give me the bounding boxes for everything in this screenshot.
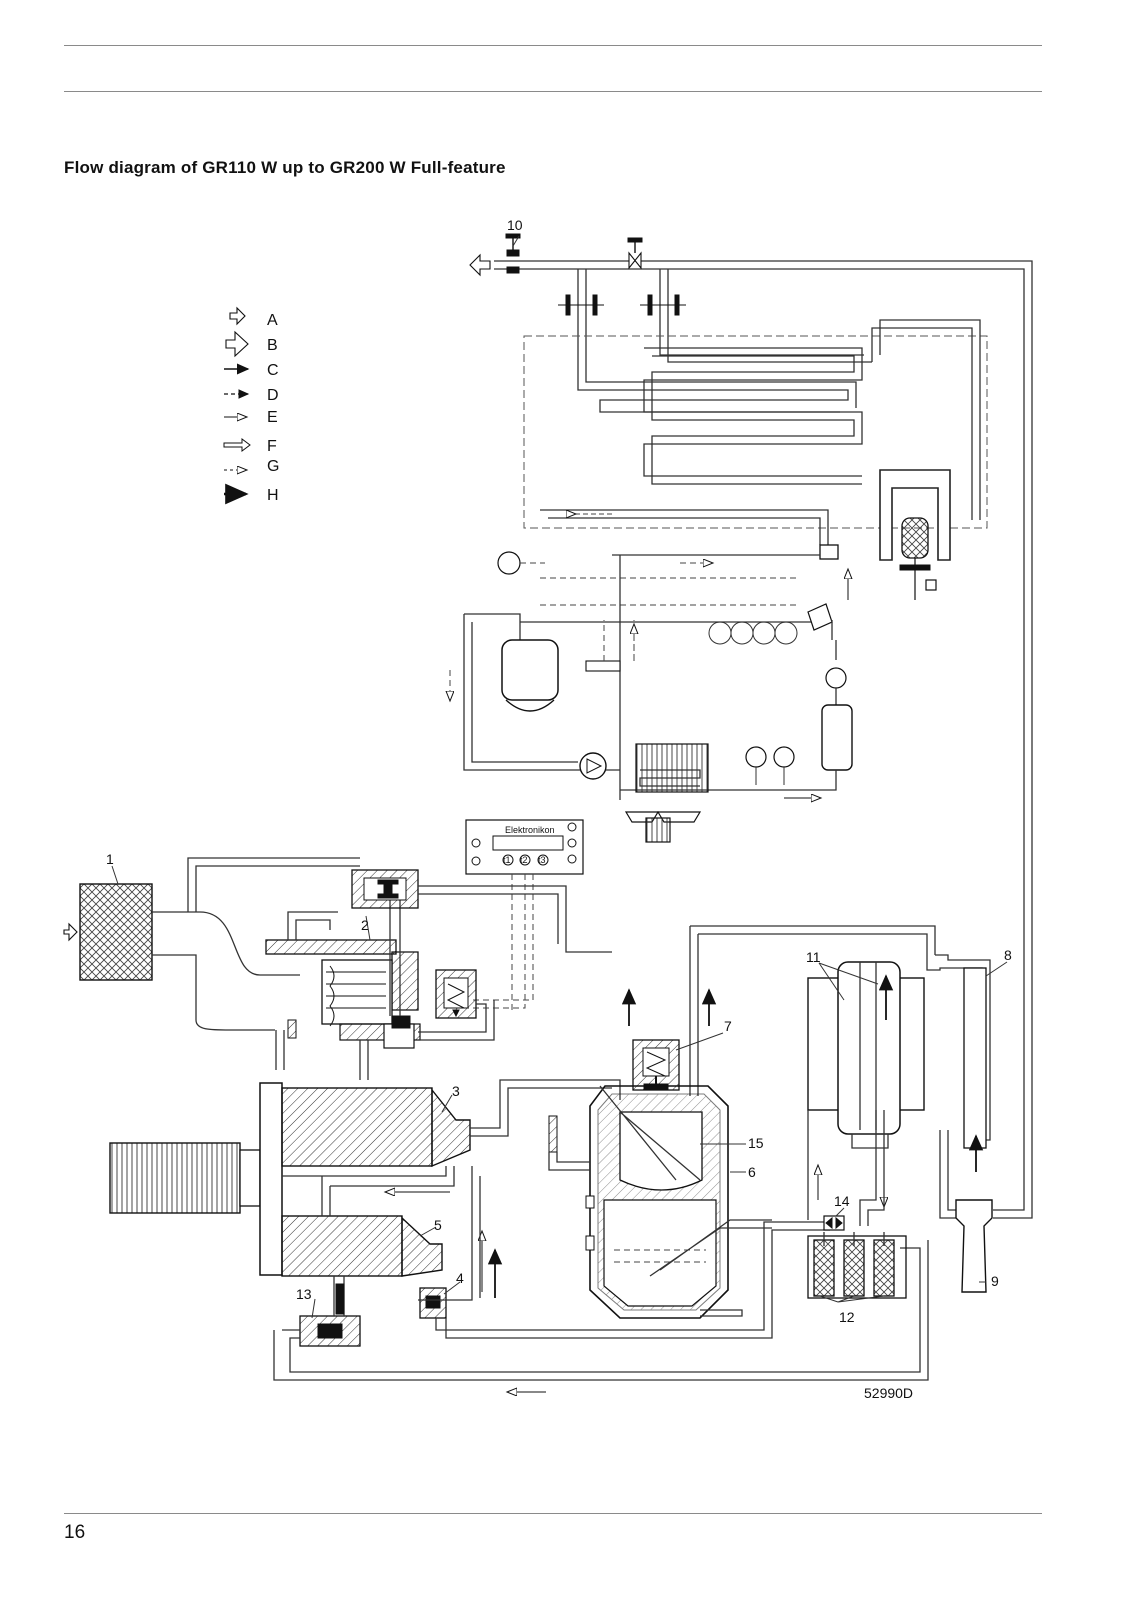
refrigerant-circuit [450, 509, 853, 843]
legend-label-f: F [267, 438, 277, 455]
bypass-valve [628, 251, 642, 270]
drain-trap-12a [813, 1239, 835, 1297]
label-10: 10 [507, 217, 523, 233]
legend-label-e: E [267, 409, 278, 426]
liquid-receiver [821, 704, 853, 771]
leader-lines [111, 235, 1008, 1319]
filter-9 [955, 1199, 993, 1293]
controller-button-t1[interactable]: t1 [502, 854, 514, 866]
refrigerant-compressor [501, 639, 559, 701]
label-8: 8 [1004, 947, 1012, 963]
footer-rule [64, 1513, 1042, 1514]
label-14: 14 [834, 1193, 850, 1209]
legend-label-g: G [267, 458, 279, 475]
aftercooler-section [807, 954, 993, 1303]
label-15: 15 [748, 1135, 764, 1151]
outlet-arrow [469, 253, 491, 277]
drain-trap-12b [843, 1239, 865, 1297]
gauge-left [745, 746, 767, 768]
label-4: 4 [456, 1270, 464, 1286]
page-number: 16 [64, 1522, 86, 1543]
label-6: 6 [748, 1164, 756, 1180]
legend: A B C D E F G H [223, 306, 279, 505]
controller-button-t2[interactable]: t2 [519, 854, 531, 866]
compressor-element-1 [281, 1087, 433, 1167]
gauge-right [773, 746, 795, 768]
legend-arrow-f [223, 438, 251, 452]
oil-separator-element-15 [619, 1111, 703, 1191]
controller-name: Elektronikon [505, 825, 555, 835]
label-12: 12 [839, 1309, 855, 1325]
label-11: 11 [806, 949, 821, 965]
legend-label-c: C [267, 362, 279, 379]
separator-vessel [548, 925, 936, 1319]
condenser [635, 743, 709, 793]
outlet-valve-10 [506, 249, 520, 257]
page-title: Flow diagram of GR110 W up to GR200 W Fu… [64, 158, 506, 177]
label-13: 13 [296, 1286, 312, 1302]
aftercooler-11 [837, 961, 901, 1135]
cooler-8 [963, 967, 987, 1149]
header-rule-top [64, 45, 1042, 46]
svg-text:t1: t1 [503, 855, 511, 865]
drive-motor [109, 1142, 241, 1214]
legend-arrow-a [229, 306, 246, 326]
drawing-number: 52990D [864, 1385, 913, 1401]
svg-text:t2: t2 [520, 855, 528, 865]
elektronikon-controller: Elektronikon t1 t2 t3 [460, 819, 584, 1012]
label-7: 7 [724, 1018, 732, 1034]
svg-text:t3: t3 [538, 855, 546, 865]
valve-13 [299, 1315, 361, 1347]
valve-14 [823, 1215, 845, 1231]
controller-button-t3[interactable]: t3 [537, 854, 549, 866]
fan-motor [645, 817, 671, 843]
label-9: 9 [991, 1273, 999, 1289]
drain-trap-12c [873, 1239, 895, 1297]
air-filter-1 [79, 883, 153, 981]
dryer-enclosure [523, 335, 988, 529]
legend-label-a: A [267, 312, 278, 329]
heat-exchanger [643, 319, 981, 600]
legend-arrow-b [225, 330, 249, 358]
compressor-section [63, 857, 929, 1392]
legend-label-h: H [267, 487, 279, 504]
pressure-gauge [497, 551, 521, 575]
label-5: 5 [434, 1217, 442, 1233]
compressor-element-2 [281, 1215, 403, 1277]
label-1: 1 [106, 851, 114, 867]
legend-label-b: B [267, 337, 278, 354]
outlet-piping [469, 233, 1033, 1219]
header-rule-bottom [64, 91, 1042, 92]
label-3: 3 [452, 1083, 460, 1099]
legend-label-d: D [267, 387, 279, 404]
inlet-arrow [63, 922, 78, 942]
label-2: 2 [361, 917, 369, 933]
component-labels: 1 2 3 4 5 6 7 8 9 10 11 12 13 14 15 5299… [106, 217, 1012, 1401]
